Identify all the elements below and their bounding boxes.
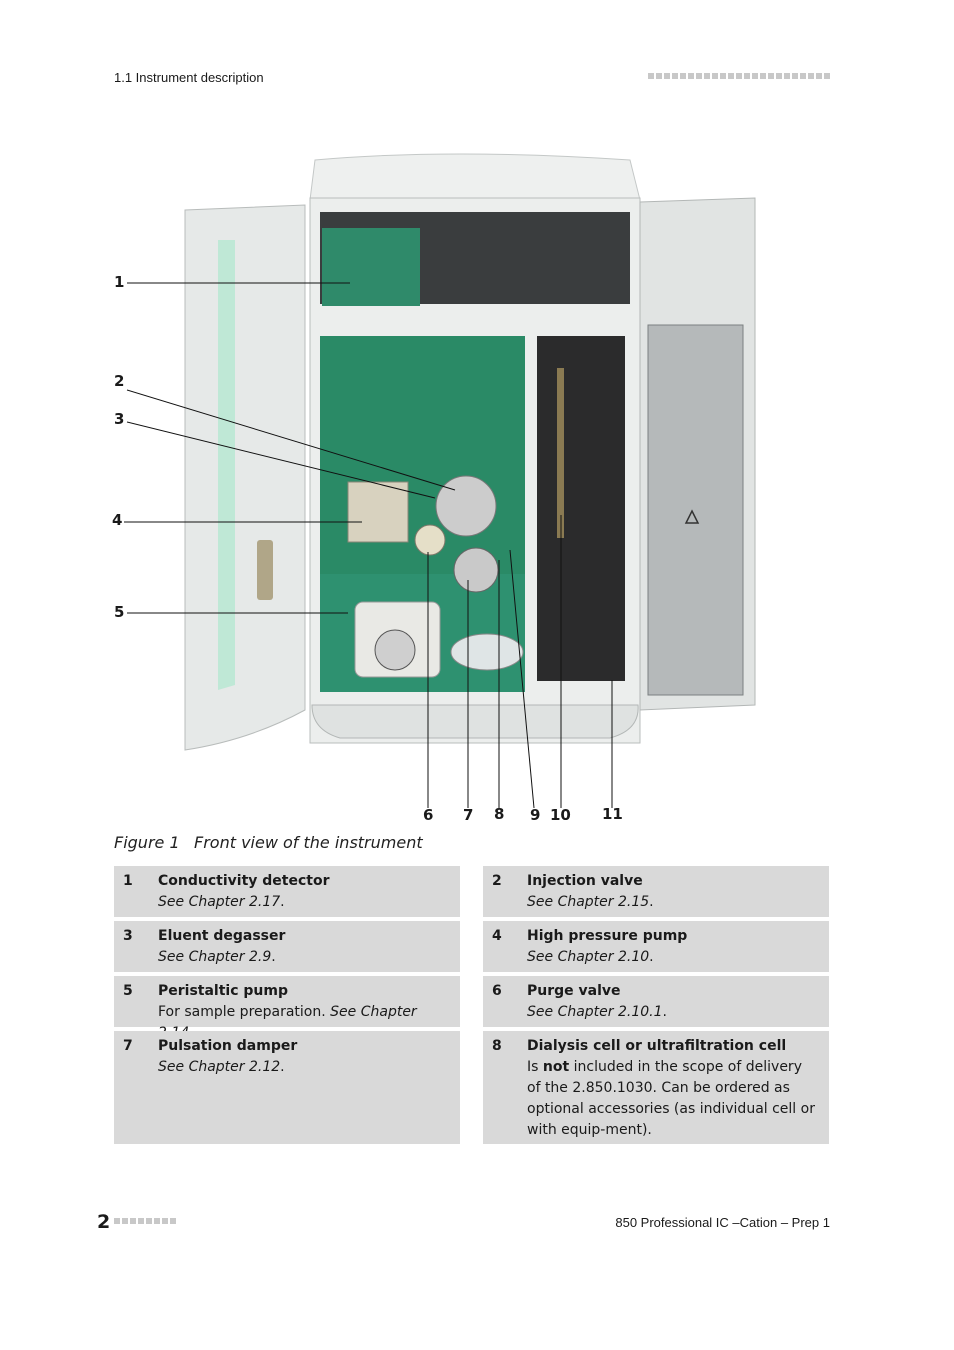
legend-title: Purge valve	[527, 983, 621, 999]
dot-mark	[760, 73, 766, 79]
dot-mark	[800, 73, 806, 79]
dot-mark	[776, 73, 782, 79]
dot-mark	[656, 73, 662, 79]
legend-ref: See Chapter 2.12	[158, 1059, 281, 1075]
instrument-illustration	[124, 153, 756, 809]
legend-ref: See Chapter 2.15	[527, 894, 650, 910]
dot-mark	[752, 73, 758, 79]
callout-8: 8	[494, 805, 505, 823]
callout-5: 5	[114, 603, 125, 621]
dot-mark	[154, 1218, 160, 1224]
dot-mark	[736, 73, 742, 79]
dot-mark	[808, 73, 814, 79]
dot-mark	[728, 73, 734, 79]
dot-mark	[146, 1218, 152, 1224]
legend-desc-bold: not	[542, 1059, 570, 1075]
dot-mark	[138, 1218, 144, 1224]
dot-mark	[162, 1218, 168, 1224]
dot-mark	[130, 1218, 136, 1224]
dot-mark	[114, 1218, 120, 1224]
legend-ref: See Chapter 2.10	[527, 949, 650, 965]
legend-ref: See Chapter 2.10.1	[527, 1004, 663, 1020]
legend-post: .	[280, 894, 285, 910]
dot-mark	[122, 1218, 128, 1224]
legend-post: .	[271, 949, 276, 965]
legend-item-6: 6 Purge valve See Chapter 2.10.1.	[483, 976, 829, 1027]
legend-title: Dialysis cell or ultrafiltration cell	[527, 1038, 787, 1054]
legend-number: 1	[123, 873, 133, 889]
legend-item-5: 5 Peristaltic pump For sample preparatio…	[114, 976, 460, 1041]
figure-title: Front view of the instrument	[194, 833, 423, 852]
dot-mark	[792, 73, 798, 79]
legend-title: High pressure pump	[527, 928, 688, 944]
dot-mark	[712, 73, 718, 79]
legend-item-4: 4 High pressure pump See Chapter 2.10.	[483, 921, 829, 972]
legend-number: 5	[123, 983, 133, 999]
callout-1: 1	[114, 273, 125, 291]
instrument-figure: 1 2 3 4 5 6 7 8 9 10 11	[100, 140, 800, 830]
footer-product: 850 Professional IC –Cation – Prep 1	[615, 1215, 830, 1230]
callout-11: 11	[602, 805, 623, 823]
dot-mark	[648, 73, 654, 79]
running-header: 1.1 Instrument description	[114, 70, 264, 85]
legend-number: 7	[123, 1038, 133, 1054]
callout-3: 3	[114, 410, 125, 428]
legend-ref: See Chapter 2.9	[158, 949, 272, 965]
dot-mark	[664, 73, 670, 79]
legend-item-7: 7 Pulsation damper See Chapter 2.12.	[114, 1031, 460, 1144]
legend-item-8: 8 Dialysis cell or ultrafiltration cell …	[483, 1031, 829, 1144]
legend-number: 2	[492, 873, 502, 889]
legend-number: 6	[492, 983, 502, 999]
legend-post: .	[280, 1059, 285, 1075]
footer-dot-bar	[114, 1218, 176, 1224]
legend-post: .	[649, 894, 654, 910]
callout-6: 6	[423, 806, 434, 824]
dot-mark	[720, 73, 726, 79]
legend-title: Conductivity detector	[158, 873, 330, 889]
callout-10: 10	[550, 806, 571, 824]
legend-ref: See Chapter 2.17	[158, 894, 281, 910]
callout-4: 4	[112, 511, 123, 529]
callout-7: 7	[463, 806, 474, 824]
legend-number: 8	[492, 1038, 502, 1054]
legend-post: .	[649, 949, 654, 965]
legend-desc-a: Is	[527, 1059, 543, 1075]
callout-9: 9	[530, 806, 541, 824]
dot-mark	[680, 73, 686, 79]
dot-mark	[704, 73, 710, 79]
legend-number: 3	[123, 928, 133, 944]
figure-caption: Figure 1 Front view of the instrument	[114, 833, 423, 852]
callout-2: 2	[114, 372, 125, 390]
dot-mark	[784, 73, 790, 79]
page-number: 2	[97, 1211, 111, 1233]
legend-post: .	[662, 1004, 667, 1020]
header-dot-bar	[648, 73, 830, 79]
legend-title: Eluent degasser	[158, 928, 286, 944]
dot-mark	[696, 73, 702, 79]
legend-title: Injection valve	[527, 873, 643, 889]
legend-title: Peristaltic pump	[158, 983, 288, 999]
legend-item-3: 3 Eluent degasser See Chapter 2.9.	[114, 921, 460, 972]
dot-mark	[688, 73, 694, 79]
legend-title: Pulsation damper	[158, 1038, 298, 1054]
dot-mark	[824, 73, 830, 79]
dot-mark	[170, 1218, 176, 1224]
dot-mark	[816, 73, 822, 79]
dot-mark	[672, 73, 678, 79]
dot-mark	[768, 73, 774, 79]
legend-item-2: 2 Injection valve See Chapter 2.15.	[483, 866, 829, 917]
figure-number: Figure 1	[114, 833, 180, 852]
legend-item-1: 1 Conductivity detector See Chapter 2.17…	[114, 866, 460, 917]
dot-mark	[744, 73, 750, 79]
legend-desc-b: included in the scope of delivery of the…	[527, 1059, 815, 1138]
legend-number: 4	[492, 928, 502, 944]
legend-pre: For sample preparation.	[158, 1004, 331, 1020]
